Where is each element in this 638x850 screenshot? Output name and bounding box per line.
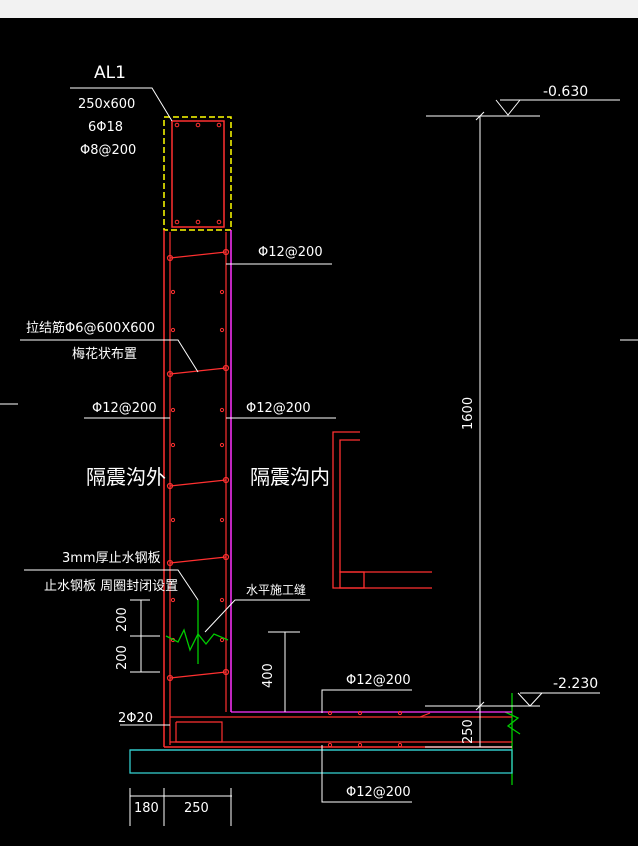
beam-size-label: 250x600 <box>78 97 135 112</box>
wall-tie-bars <box>166 248 230 682</box>
steel-plate-label: 3mm厚止水钢板 <box>62 551 161 566</box>
beam-stirrup-label: Φ8@200 <box>80 143 136 158</box>
bottom-elevation-label: -2.230 <box>553 676 598 692</box>
dim-180: 180 <box>134 801 159 816</box>
waterstop-plate <box>165 600 521 785</box>
leader-lines <box>20 87 336 633</box>
steel-plate-note-label: 止水钢板 周圈封闭设置 <box>44 579 178 594</box>
top-elevation-label: -0.630 <box>543 84 588 100</box>
cushion-layer <box>129 749 513 774</box>
dim-200-lower: 200 <box>115 645 130 670</box>
construction-joint-label: 水平施工缝 <box>246 582 306 597</box>
section-drawing: AL1 250x600 6Φ18 Φ8@200 -0.630 -2.230 Φ1… <box>0 63 638 826</box>
inner-bar-label: Φ12@200 <box>246 401 311 416</box>
beam-main-bars <box>174 122 222 225</box>
slab-distributed-bars <box>327 710 403 748</box>
cad-drawing-canvas[interactable]: AL1 250x600 6Φ18 Φ8@200 -0.630 -2.230 Φ1… <box>0 18 638 846</box>
dim-400: 400 <box>261 663 276 688</box>
slab-top-bar-label: Φ12@200 <box>346 673 411 688</box>
dim-1600: 1600 <box>461 397 476 430</box>
outside-trench-label: 隔震沟外 <box>86 465 166 489</box>
corner-bars-label: 2Φ20 <box>118 711 153 726</box>
window-title-bar <box>0 0 638 18</box>
dim-200-upper: 200 <box>115 607 130 632</box>
inside-trench-label: 隔震沟内 <box>250 465 330 489</box>
outer-bar-label: Φ12@200 <box>92 401 157 416</box>
beam-name-label: AL1 <box>94 63 126 83</box>
corner-bar-hook <box>175 721 223 743</box>
dimension-lines <box>0 99 638 826</box>
wall-distributed-bars <box>170 289 225 643</box>
tie-bar-layout-label: 梅花状布置 <box>72 346 137 362</box>
slab-bottom-bar-label: Φ12@200 <box>346 785 411 800</box>
side-detail <box>332 431 432 589</box>
tie-bar-label: 拉结筋Φ6@600X600 <box>26 320 155 336</box>
beam-stirrup <box>171 120 225 228</box>
beam-main-bars-label: 6Φ18 <box>88 120 123 135</box>
dim-250-base: 250 <box>184 801 209 816</box>
dim-250-slab: 250 <box>461 719 476 744</box>
beam-outline <box>163 116 232 231</box>
wall-upper-bar-label: Φ12@200 <box>258 245 323 260</box>
